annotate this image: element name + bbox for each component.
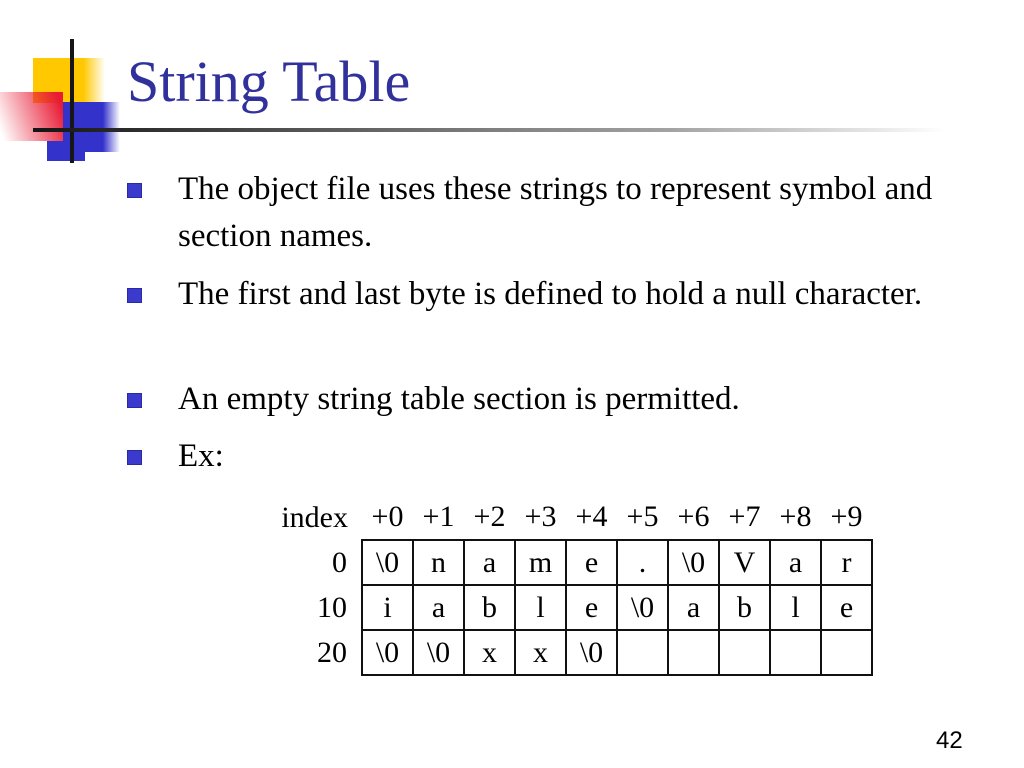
table-row-label: 0: [332, 545, 347, 579]
table-col-header: +6: [677, 500, 710, 533]
string-table: index +0 +1 +2 +3 +4 +5 +6 +7 +8 +9 0 \0…: [256, 496, 873, 676]
bullet-text: Ex:: [178, 438, 224, 474]
table-col-header: +0: [371, 500, 404, 533]
table-row: 20 \0 \0 x x \0: [256, 629, 873, 676]
bullet-text: The object file uses these strings to re…: [178, 171, 933, 254]
table-col-header: +5: [626, 500, 659, 533]
bullet-square-icon: [127, 288, 142, 303]
table-row-label: 20: [317, 635, 347, 669]
table-col-header: +4: [575, 500, 608, 533]
table-cell: a: [769, 539, 822, 586]
table-col-header: +2: [473, 500, 506, 533]
table-cell: x: [514, 629, 567, 676]
table-cell: \0: [361, 629, 414, 676]
bullet-square-icon: [127, 450, 142, 465]
title-underline-rule: [33, 128, 945, 132]
table-cell: \0: [616, 584, 669, 631]
table-cell: [667, 629, 720, 676]
table-cell: [769, 629, 822, 676]
table-cell: [820, 629, 873, 676]
table-cell: r: [820, 539, 873, 586]
bullet-square-icon: [127, 183, 142, 198]
table-row: 10 i a b l e \0 a b l e: [256, 584, 873, 631]
table-cell: b: [463, 584, 516, 631]
table-cell: e: [820, 584, 873, 631]
table-cell: [718, 629, 771, 676]
table-cell: l: [769, 584, 822, 631]
table-col-header: +7: [728, 500, 761, 533]
table-cell: a: [463, 539, 516, 586]
table-col-header: +8: [779, 500, 812, 533]
table-cell: n: [412, 539, 465, 586]
bullet-item: Ex:: [127, 433, 937, 480]
table-cell: l: [514, 584, 567, 631]
decor-vertical-line: [70, 39, 74, 163]
bullet-text: An empty string table section is permitt…: [178, 381, 740, 417]
table-cell: e: [565, 539, 618, 586]
table-row-label: 10: [317, 590, 347, 624]
table-row: 0 \0 n a m e . \0 V a r: [256, 539, 873, 586]
table-cell: x: [463, 629, 516, 676]
table-cell: \0: [361, 539, 414, 586]
bullet-text: The first and last byte is defined to ho…: [178, 276, 923, 312]
table-cell: [616, 629, 669, 676]
table-cell: V: [718, 539, 771, 586]
table-col-header: +1: [422, 500, 455, 533]
table-cell: m: [514, 539, 567, 586]
decor-blue-square-small: [47, 141, 85, 161]
table-col-header: +3: [524, 500, 557, 533]
page-number: 42: [936, 727, 963, 754]
bullet-item: The first and last byte is defined to ho…: [127, 271, 937, 318]
table-cell: e: [565, 584, 618, 631]
page-title: String Table: [127, 49, 411, 114]
bullet-item: An empty string table section is permitt…: [127, 376, 937, 423]
table-header-row: index +0 +1 +2 +3 +4 +5 +6 +7 +8 +9: [256, 496, 872, 540]
table-cell: a: [412, 584, 465, 631]
table-cell: .: [616, 539, 669, 586]
table-cell: \0: [565, 629, 618, 676]
table-cell: \0: [412, 629, 465, 676]
bullet-square-icon: [127, 393, 142, 408]
table-corner-label: index: [281, 501, 348, 534]
table-cell: b: [718, 584, 771, 631]
table-col-header: +9: [830, 500, 863, 533]
table-cell: a: [667, 584, 720, 631]
decor-red-gradient-square: [0, 92, 63, 141]
table-cell: i: [361, 584, 414, 631]
table-cell: \0: [667, 539, 720, 586]
bullet-item: The object file uses these strings to re…: [127, 166, 937, 260]
